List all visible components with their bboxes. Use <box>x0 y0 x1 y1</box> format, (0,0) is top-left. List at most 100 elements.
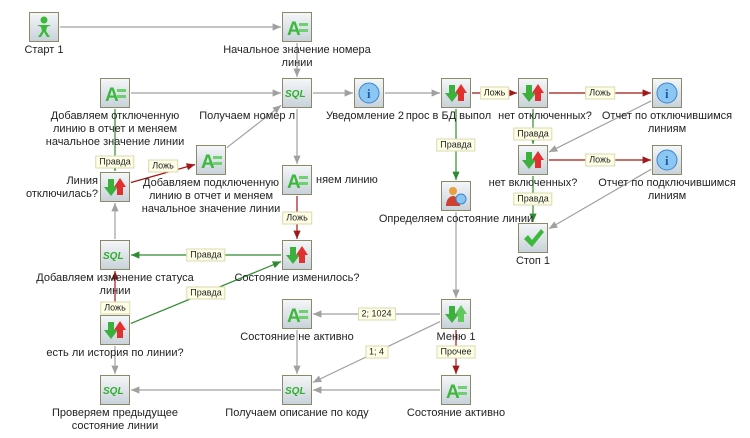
node-label: нет включенных? <box>488 177 578 189</box>
node-noconn[interactable] <box>518 145 548 175</box>
node-start[interactable] <box>29 12 59 42</box>
node-label: Определяем состояние линии <box>378 213 534 225</box>
node-notify[interactable]: i <box>354 78 384 108</box>
node-label: есть ли история по линии? <box>46 347 184 359</box>
assign-icon: A <box>201 152 222 172</box>
node-label: Добавляем отключенную линию в отчет и ме… <box>45 110 185 148</box>
svg-text:SQL: SQL <box>103 386 124 397</box>
svg-text:SQL: SQL <box>103 251 124 262</box>
check-icon <box>524 229 544 247</box>
edge-disc-addconn[interactable] <box>130 163 196 184</box>
edge-label: Ложь <box>479 86 510 100</box>
node-repdisc[interactable]: i <box>652 78 682 108</box>
edge-label: Ложь <box>585 86 615 100</box>
node-stop[interactable] <box>518 223 548 253</box>
svg-text:SQL: SQL <box>285 89 306 100</box>
assign-icon: A <box>446 382 467 402</box>
edge-label: Ложь <box>282 211 312 224</box>
svg-text:i: i <box>665 153 669 168</box>
node-disc[interactable] <box>100 172 130 202</box>
node-label: прос в БД выпол <box>405 110 492 122</box>
svg-text:i: i <box>367 86 371 101</box>
edge-addconn-getnum[interactable] <box>226 104 282 149</box>
node-label: няем линию <box>316 174 378 186</box>
assign-icon: A <box>287 19 308 39</box>
node-label: Меню 1 <box>436 331 476 343</box>
user-script-icon <box>446 187 467 206</box>
node-label: Уведомление 2 <box>325 110 405 122</box>
node-label: Начальное значение номера линии <box>223 44 371 69</box>
node-changed[interactable] <box>282 240 312 270</box>
assign-icon: A <box>105 85 126 105</box>
svg-text:SQL: SQL <box>285 386 306 397</box>
node-label: Отчет по отключившимся линиям <box>601 110 733 135</box>
node-label: Линия отключилась? <box>25 175 98 200</box>
condition-icon <box>104 321 126 339</box>
svg-text:i: i <box>665 86 669 101</box>
svg-text:A: A <box>446 382 460 402</box>
svg-text:A: A <box>105 85 119 105</box>
svg-text:A: A <box>201 152 215 172</box>
edge-label: Правда <box>513 127 553 140</box>
edge-label: Правда <box>436 138 476 151</box>
node-getdesc[interactable]: SQL <box>282 375 312 405</box>
node-repconn[interactable]: i <box>652 145 682 175</box>
sql-icon: SQL <box>285 89 306 100</box>
node-checkprev[interactable]: SQL <box>100 375 130 405</box>
node-addconn[interactable]: A <box>196 145 226 175</box>
edge-label: Правда <box>186 286 226 299</box>
node-label: Стоп 1 <box>515 255 551 267</box>
node-label: Состояние активно <box>406 407 506 419</box>
edge-label: Ложь <box>100 301 130 315</box>
edge-repconn-stop[interactable] <box>548 168 652 230</box>
node-label: Старт 1 <box>24 44 64 56</box>
assign-icon: A <box>287 172 308 192</box>
node-active[interactable]: A <box>441 375 471 405</box>
node-label: Проверяем предыдущее состояние линии <box>51 407 179 432</box>
edge-label: 2; 1024 <box>357 307 396 321</box>
start-person-icon <box>37 16 51 37</box>
edge-label: 1; 4 <box>364 345 389 359</box>
condition-icon <box>445 84 467 102</box>
svg-text:A: A <box>287 172 301 192</box>
edge-label: Ложь <box>585 153 615 167</box>
edge-label: Правда <box>186 248 226 262</box>
sql-icon: SQL <box>285 386 306 397</box>
node-addchange[interactable]: SQL <box>100 240 130 270</box>
node-label: Отчет по подключившимся линиям <box>598 177 736 202</box>
node-label: Состояние не активно <box>240 331 354 343</box>
node-inactive[interactable]: A <box>282 299 312 329</box>
edge-label: Прочее <box>436 345 476 359</box>
sql-icon: SQL <box>103 251 124 262</box>
condition-icon <box>104 178 126 196</box>
node-modify[interactable]: A <box>282 165 312 195</box>
edge-label: Правда <box>95 155 135 169</box>
svg-text:A: A <box>287 19 301 39</box>
node-determine[interactable] <box>441 181 471 211</box>
node-query[interactable] <box>441 78 471 108</box>
node-adddisc[interactable]: A <box>100 78 130 108</box>
edge-repdisc-noconn[interactable] <box>548 100 652 153</box>
node-menu[interactable] <box>441 299 471 329</box>
node-label: Получаем номер л <box>199 110 295 122</box>
node-label: Состояние изменилось? <box>234 272 360 284</box>
node-label: Получаем описание по коду <box>225 407 369 419</box>
node-init[interactable]: A <box>282 12 312 42</box>
condition-icon <box>522 84 544 102</box>
info-icon: i <box>358 82 380 104</box>
svg-text:A: A <box>287 306 301 326</box>
condition-icon <box>522 151 544 169</box>
condition-icon <box>286 246 308 264</box>
edge-label: Правда <box>513 192 553 206</box>
edge-label: Ложь <box>148 159 178 172</box>
menu-icon <box>445 305 467 323</box>
node-nodisc[interactable] <box>518 78 548 108</box>
info-icon: i <box>656 149 678 171</box>
node-label: Добавляем изменение статуса линии <box>36 272 194 297</box>
node-getnum[interactable]: SQL <box>282 78 312 108</box>
node-label: Добавляем подключенную линию в отчет и м… <box>141 177 281 215</box>
assign-icon: A <box>287 306 308 326</box>
sql-icon: SQL <box>103 386 124 397</box>
node-history[interactable] <box>100 315 130 345</box>
